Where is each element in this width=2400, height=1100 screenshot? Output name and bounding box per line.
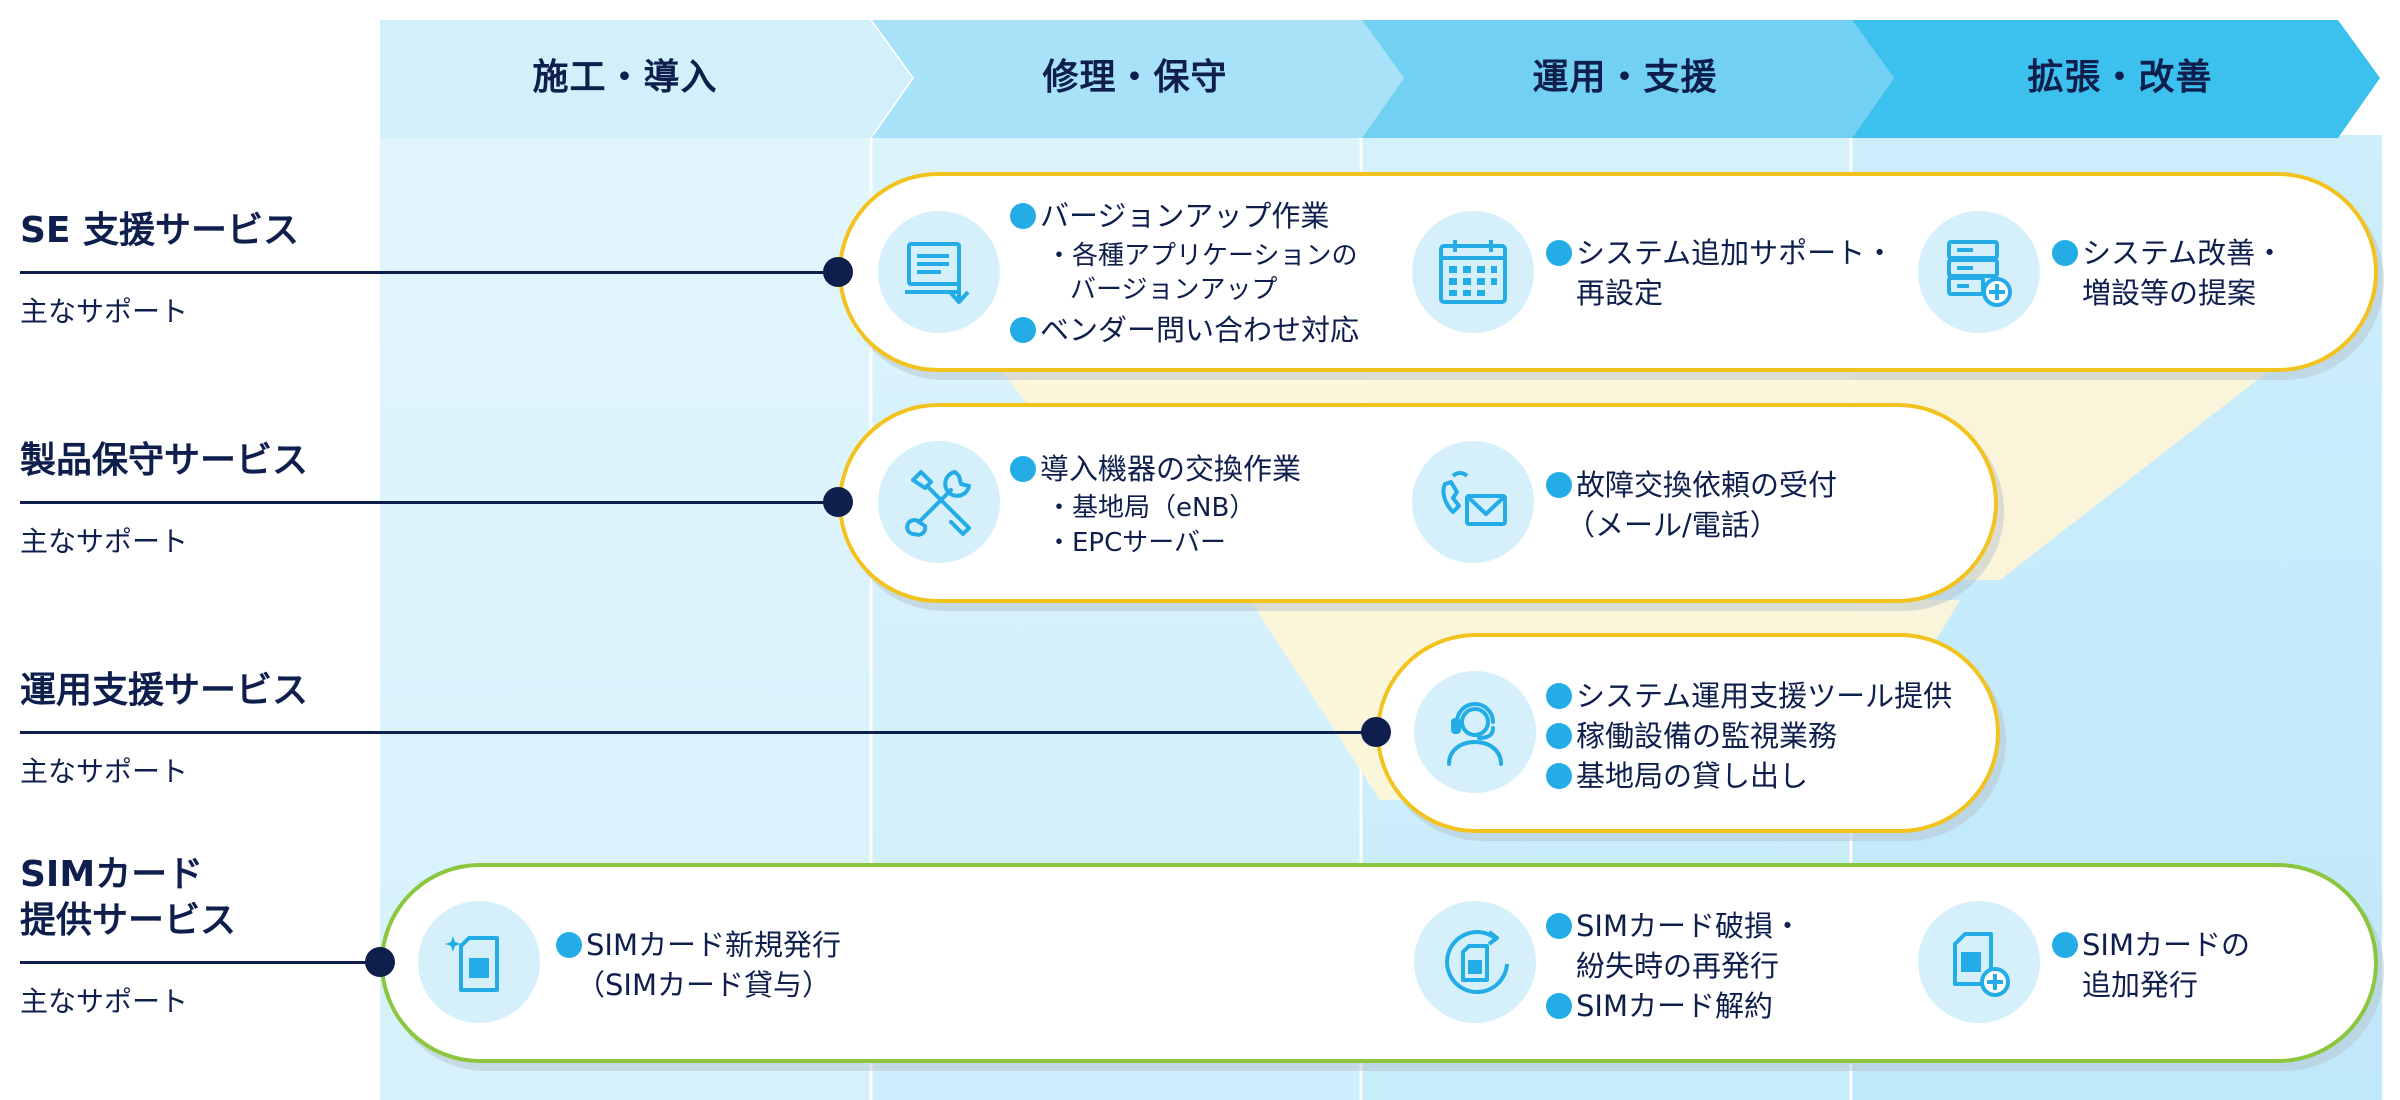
service-title-se: SE 支援サービス [20,210,300,251]
maint-item-exchange: 導入機器の交換作業 [1040,452,1302,486]
bullet [2052,240,2078,266]
service-sub-operation: 主なサポート [20,755,189,788]
se-sub-apps: ・各種アプリケーションの [1046,241,1358,271]
service-sub-se: 主なサポート [20,295,189,328]
service-title-sim-2: 提供サービス [20,900,237,941]
maint-sub-enb: ・基地局（eNB） [1046,493,1256,523]
se-item-improve: システム改善・ [2082,236,2285,270]
service-title-maint: 製品保守サービス [20,440,309,481]
phase-arrow-2 [872,20,1404,138]
connector-dot-se [823,257,853,287]
service-title-operation: 運用支援サービス [20,670,309,711]
service-title-sim-1: SIMカード [20,854,204,895]
phase-arrow-3 [1362,20,1894,138]
bullet [1010,203,1036,229]
maint-item-reception-2: （メール/電話） [1566,508,1779,542]
sim-item-reissue: SIMカード破損・ [1576,909,1802,943]
service-sub-maint: 主なサポート [20,525,189,558]
bullet [556,932,582,958]
bullet [1546,913,1572,939]
sim-reissue-icon [1414,901,1536,1023]
maint-item-reception: 故障交換依頼の受付 [1576,468,1838,502]
connector-dot-maint [823,487,853,517]
phase-arrow-4 [1852,20,2380,138]
headset-operator-icon [1414,671,1536,793]
phase-label-2: 修理・保守 [1042,57,1228,98]
sim-item-new: SIMカード新規発行 [586,928,841,962]
service-line-sim [20,961,380,964]
service-line-maint [20,501,840,504]
bullet [1010,456,1036,482]
phase-label-3: 運用・支援 [1532,57,1718,98]
connector-dot-operation [1361,717,1391,747]
sim-item-additional: SIMカードの [2082,928,2250,962]
tools-icon [878,441,1000,563]
phase-arrow-1 [380,20,912,138]
bullet [2052,932,2078,958]
se-item-system-support-2: 再設定 [1576,276,1664,310]
op-item-tools: システム運用支援ツール提供 [1576,679,1953,713]
sim-item-reissue-2: 紛失時の再発行 [1576,949,1780,983]
op-item-lending: 基地局の貸し出し [1576,759,1809,793]
phase-label-4: 拡張・改善 [2027,57,2213,98]
sim-item-cancel: SIMカード解約 [1576,989,1773,1023]
phase-label-1: 施工・導入 [532,57,718,98]
bullet [1546,723,1572,749]
server-add-icon [1918,211,2040,333]
maint-sub-epc: ・EPCサーバー [1046,528,1227,558]
se-item-system-support: システム追加サポート・ [1576,236,1895,270]
calendar-icon [1412,211,1534,333]
se-item-vendor: ベンダー問い合わせ対応 [1040,313,1360,347]
sim-add-icon [1918,901,2040,1023]
se-sub-version-up: バージョンアップ [1070,275,1278,305]
phone-mail-icon [1412,441,1534,563]
service-line-operation [20,731,1380,734]
connector-dot-sim [365,947,395,977]
sim-sparkle-icon [418,901,540,1023]
se-item-improve-2: 増設等の提案 [2082,276,2257,310]
sim-item-additional-2: 追加発行 [2082,968,2199,1002]
op-item-monitoring: 稼働設備の監視業務 [1576,719,1838,753]
bullet [1546,993,1572,1019]
pill-se [838,172,2378,372]
se-item-version-up: バージョンアップ作業 [1040,199,1330,233]
pill-sim [380,863,2378,1063]
bullet [1546,763,1572,789]
bullet [1546,240,1572,266]
monitor-download-icon [878,211,1000,333]
sim-item-new-2: （SIMカード貸与） [576,968,831,1002]
bullet [1010,317,1036,343]
service-line-se [20,271,840,274]
bullet [1546,472,1572,498]
service-sub-sim: 主なサポート [20,985,189,1018]
bullet [1546,683,1572,709]
